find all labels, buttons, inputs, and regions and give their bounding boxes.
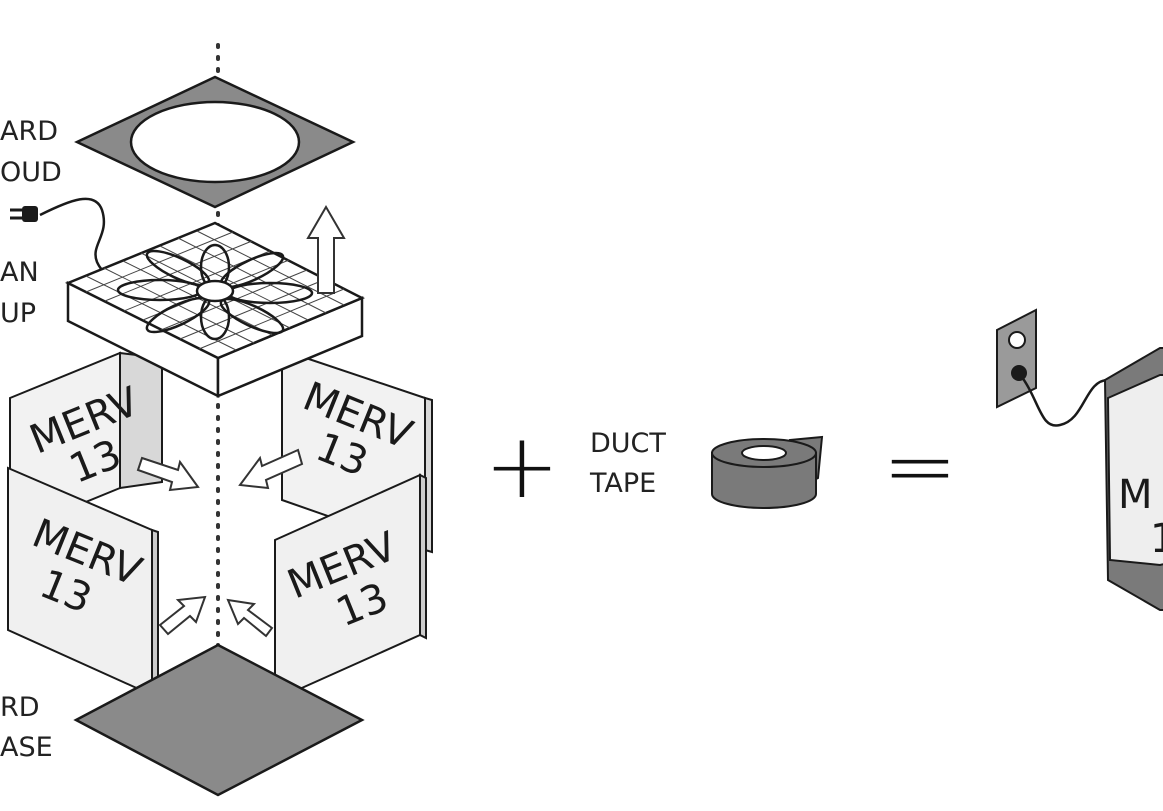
assembled-filter-text2: 1 xyxy=(1150,516,1163,562)
filter-front-right: MERV 13 xyxy=(274,473,427,702)
shroud-label-line1: ARD xyxy=(0,116,58,147)
box-fan xyxy=(64,221,365,399)
duct-tape-roll-icon xyxy=(711,435,824,509)
base-label-line2: ASE xyxy=(0,732,53,763)
duct-tape-label-line1: DUCT xyxy=(590,428,666,459)
plus-sign: + xyxy=(484,414,559,519)
fan-label-line2: UP xyxy=(0,298,36,329)
airflow-arrow-lower-right xyxy=(226,598,274,638)
wall-outlet-icon xyxy=(996,308,1109,427)
filter-back-right: MERV 13 xyxy=(281,348,433,554)
cardboard-shroud xyxy=(74,75,356,209)
assembled-filter-text1: M xyxy=(1118,472,1153,518)
cardboard-base xyxy=(73,643,365,797)
airflow-arrow-lower-left xyxy=(158,595,207,636)
duct-tape-label-line2: TAPE xyxy=(589,468,656,499)
airflow-arrow-upper-left xyxy=(136,456,200,492)
airflow-arrow-upper-right xyxy=(238,448,304,490)
assembled-air-purifier: M 1 xyxy=(1103,347,1163,611)
filter-front-left: MERV 13 xyxy=(7,466,159,699)
fan-label-line1: AN xyxy=(0,257,39,288)
base-label-line1: RD xyxy=(0,692,40,723)
airflow-arrow-up xyxy=(306,205,346,294)
equals-sign: = xyxy=(882,414,957,519)
shroud-label-line2: OUD xyxy=(0,157,62,188)
